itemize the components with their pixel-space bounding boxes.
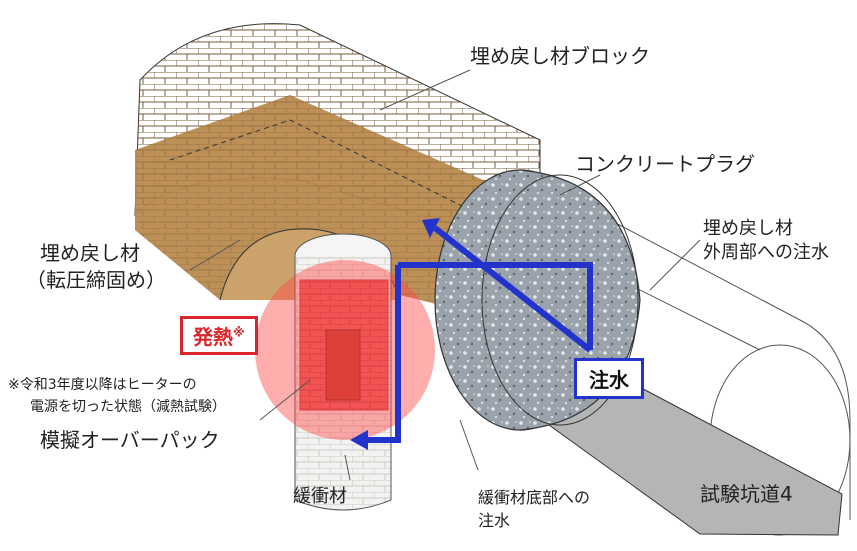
- note-line2: 電源を切った状態（減熱試験）: [30, 399, 226, 415]
- note-line1: ※令和3年度以降はヒーターの: [8, 377, 197, 393]
- label-buffer-material: 緩衝材: [293, 486, 347, 507]
- water-injection-box: 注水: [574, 358, 644, 399]
- buffer-column: [294, 233, 392, 511]
- water-injection-label: 注水: [589, 368, 629, 392]
- label-test-tunnel: 試験坑道4: [700, 482, 793, 506]
- label-backfill-compacted-line1: 埋め戻し材: [40, 241, 140, 265]
- water-injection-arrows: [350, 218, 593, 450]
- heating-mark: ※: [233, 325, 245, 340]
- label-buffer-bottom-line1: 緩衝材底部への: [478, 488, 591, 507]
- label-backfill-compacted-line2: （転圧締固め）: [26, 268, 166, 292]
- leader-lines: [189, 69, 701, 481]
- label-backfill-outer-line2: 外周部への注水: [703, 242, 829, 263]
- label-buffer-bottom-line2: 注水: [478, 511, 511, 530]
- heat-glow: [255, 260, 435, 440]
- label-backfill-block: 埋め戻し材ブロック: [470, 44, 650, 68]
- heating-box: 発熱※: [180, 316, 258, 355]
- label-concrete-plug: コンクリートプラグ: [575, 152, 755, 176]
- label-backfill-outer-line1: 埋め戻し材: [703, 218, 793, 239]
- heating-label: 発熱: [193, 325, 233, 349]
- label-simulated-overpack: 模擬オーバーパック: [40, 428, 220, 452]
